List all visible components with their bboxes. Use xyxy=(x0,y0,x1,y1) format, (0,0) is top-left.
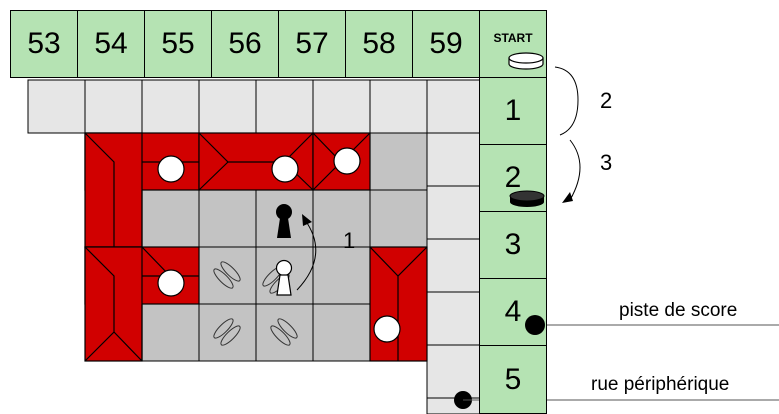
score-cell-54: 54 xyxy=(77,10,145,78)
ring-road-cell xyxy=(85,80,142,133)
brace-move-2 xyxy=(555,67,578,135)
score-cell-5: 5 xyxy=(479,345,547,414)
ring-road-cell xyxy=(427,80,484,133)
move-label-2: 2 xyxy=(600,88,612,114)
token-icon xyxy=(272,156,298,182)
token-icon xyxy=(374,316,400,342)
score-track-label: piste de score xyxy=(619,300,737,322)
ring-road-cell xyxy=(199,80,256,133)
ring-road-cell xyxy=(427,133,484,186)
ring-road-cell xyxy=(427,292,484,345)
ring-road-cell xyxy=(28,80,85,133)
score-cell-start: START xyxy=(479,10,547,78)
score-cell-3: 3 xyxy=(479,211,547,279)
wall-tile xyxy=(85,247,142,361)
score-cell-56: 56 xyxy=(211,10,279,78)
arrow-icon xyxy=(562,192,573,203)
ring-road-cell xyxy=(427,186,484,239)
score-cell-1: 1 xyxy=(479,77,547,145)
ring-road-cell xyxy=(142,80,199,133)
score-cell-2: 2 xyxy=(479,144,547,212)
wall-tile xyxy=(370,247,427,361)
score-cell-59: 59 xyxy=(412,10,480,78)
token-icon xyxy=(158,270,184,296)
score-cell-58: 58 xyxy=(345,10,413,78)
ring-road-cell xyxy=(313,80,370,133)
score-cell-53: 53 xyxy=(10,10,78,78)
score-cell-57: 57 xyxy=(278,10,346,78)
score-cell-4: 4 xyxy=(479,278,547,346)
start-label: START xyxy=(493,31,532,45)
brace-move-3 xyxy=(570,140,580,200)
move-label-3: 3 xyxy=(600,150,612,176)
ring-road-label: rue périphérique xyxy=(591,374,729,396)
ring-road-cell xyxy=(427,239,484,292)
pawn-move-label: 1 xyxy=(343,228,355,254)
token-icon xyxy=(158,156,184,182)
ring-road-cell xyxy=(256,80,313,133)
wall-tile xyxy=(85,133,142,247)
score-cell-55: 55 xyxy=(144,10,212,78)
ring-road-cell xyxy=(427,345,484,398)
ring-road-cell xyxy=(370,80,427,133)
token-icon xyxy=(334,148,360,174)
